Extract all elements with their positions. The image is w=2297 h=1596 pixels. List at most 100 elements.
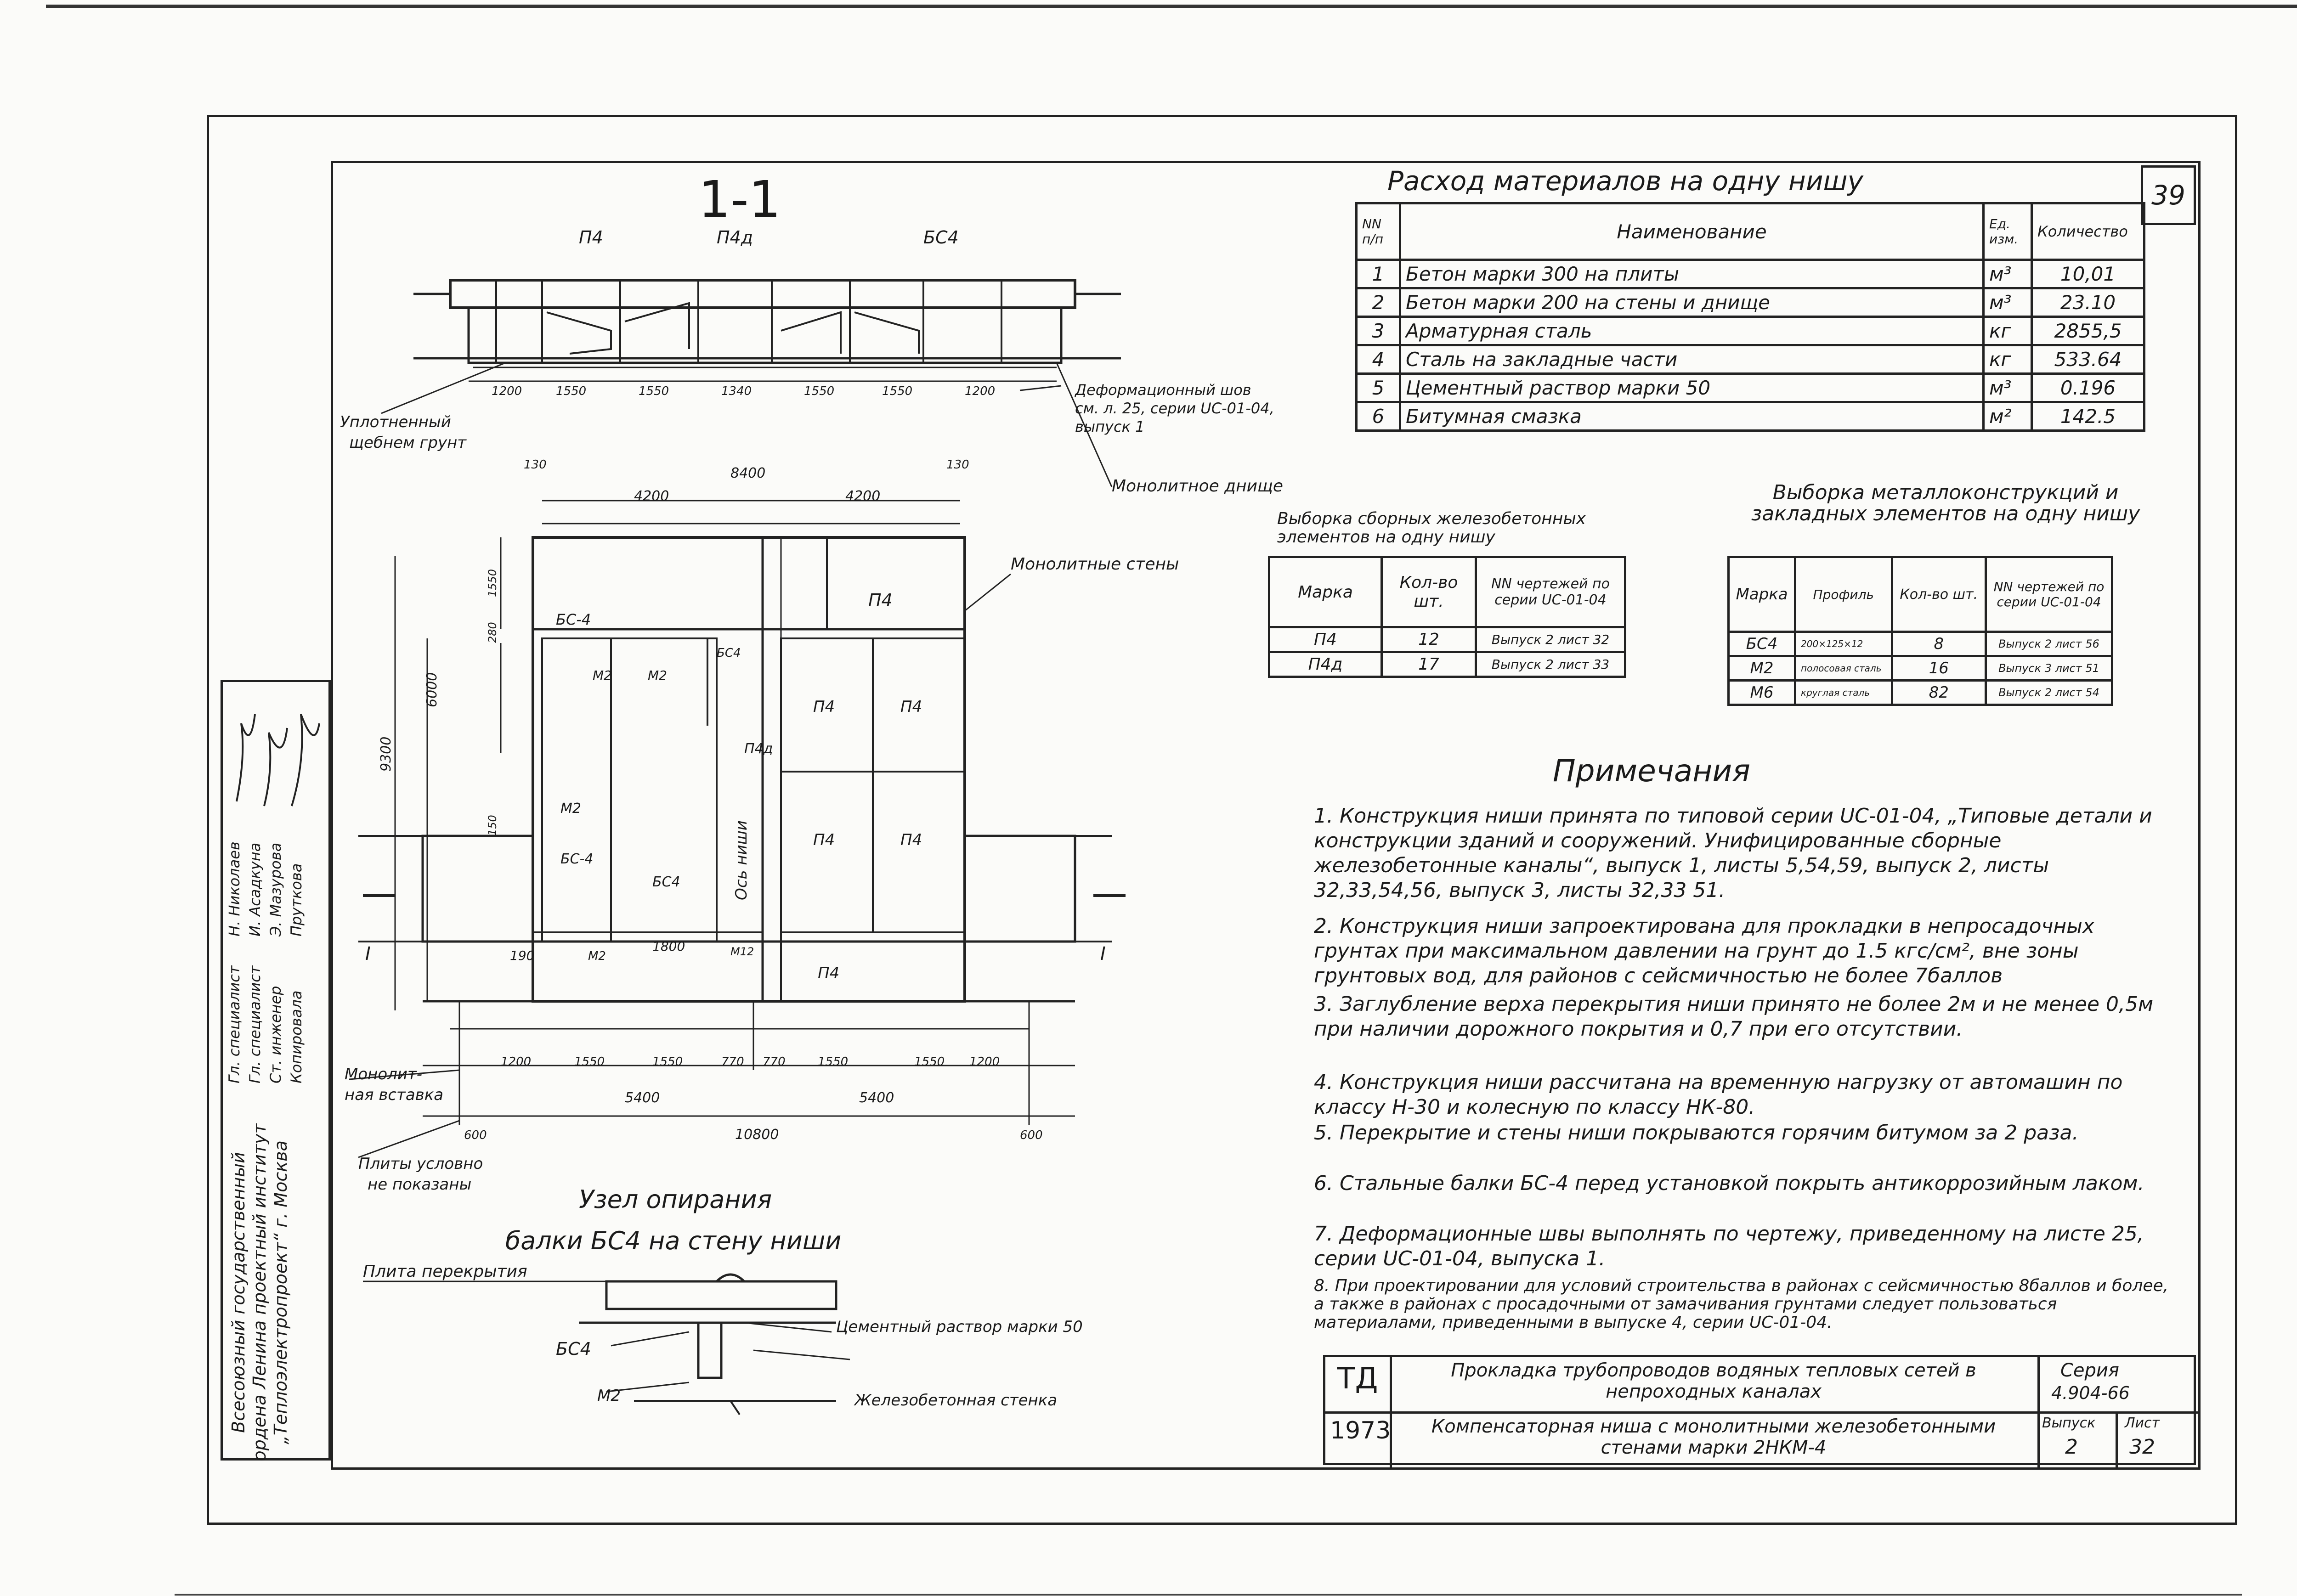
label-m12: М12 — [730, 945, 754, 958]
dim-top-4: 1550 — [804, 384, 834, 398]
cell-n: 1 — [1355, 259, 1401, 289]
dim-1800: 1800 — [652, 939, 685, 954]
dim-bot-3: 770 — [721, 1055, 744, 1069]
title-line-1: Прокладка трубопроводов водяных тепловых… — [1451, 1360, 1976, 1402]
section-title: 1-1 — [698, 170, 781, 229]
dim-top-6: 1200 — [965, 384, 995, 398]
label-m2-plan-4: М2 — [588, 949, 606, 963]
dim-bot-total: 10800 — [735, 1127, 779, 1143]
dim-top-total: 8400 — [730, 465, 765, 481]
precast-table: Марка Кол-во шт. NN чертежей по серии UC… — [1268, 556, 1626, 678]
cell-qty: 2855,5 — [2031, 316, 2145, 346]
dim-top-5: 1550 — [882, 384, 912, 398]
series-label: Серия — [2060, 1360, 2119, 1381]
dim-bot-6: 1550 — [914, 1055, 945, 1069]
series-value: 4.904-66 — [2051, 1383, 2130, 1403]
label-plates-1: Плиты условно — [358, 1155, 483, 1173]
metal-header-count: Кол-во шт. — [1890, 556, 1987, 633]
page-number-box: 39 — [2141, 165, 2196, 225]
label-p4-plan-2: П4 — [813, 698, 835, 716]
side-role-1: Гл. специалист — [246, 965, 264, 1084]
inner-frame — [331, 161, 2201, 1470]
label-p4d-plan-1: П4д — [744, 741, 773, 757]
cell-unit: м² — [1982, 401, 2033, 432]
cell-qty: 23.10 — [2031, 287, 2145, 318]
cell-qty: 142.5 — [2031, 401, 2145, 432]
dim-h-a: 1550 — [486, 569, 499, 597]
label-bottom: Монолитное днище — [1112, 477, 1283, 496]
note-7: 7. Деформационные швы выполнять по черте… — [1314, 1222, 2144, 1270]
cell-mark: П4д — [1268, 651, 1383, 678]
metal-title: Выборка металлоконструкций и закладных э… — [1751, 481, 2140, 525]
dim-h-c: 150 — [486, 815, 499, 836]
label-m2-plan-2: М2 — [648, 668, 667, 683]
cell-unit: м³ — [1982, 372, 2033, 403]
node-wall-label: Железобетонная стенка — [854, 1391, 1057, 1410]
cell-count: 82 — [1890, 679, 1987, 706]
precast-header-count: Кол-во шт. — [1380, 556, 1477, 628]
label-p4-plan-3: П4 — [900, 698, 922, 716]
note-5: 5. Перекрытие и стены ниши покрываются г… — [1314, 1121, 2079, 1145]
title-block: ТД 1973 Прокладка трубопроводов водяных … — [1323, 1355, 2198, 1467]
materials-table: NN п/п Наименование Ед. изм. Количество … — [1355, 202, 2145, 432]
materials-header-qty: Количество — [2031, 202, 2145, 261]
label-p4-plan-6: П4 — [818, 964, 839, 982]
metal-header-row: Марка Профиль Кол-во шт. NN чертежей по … — [1727, 556, 2113, 633]
label-sec-right: I — [1100, 943, 1106, 964]
cell-name: Бетон марки 300 на плиты — [1399, 259, 1985, 289]
cell-doc: Выпуск 2 лист 32 — [1475, 626, 1626, 653]
label-gravel-1: Уплотненный — [340, 413, 451, 431]
notes-title: Примечания — [1553, 753, 1750, 789]
section-slab — [449, 279, 1076, 309]
label-gravel-2: щебнем грунт — [349, 434, 467, 452]
outer-frame — [207, 115, 2237, 1525]
dim-top-1: 1550 — [556, 384, 586, 398]
cell-mark: П4 — [1268, 626, 1383, 653]
cell-doc: Выпуск 2 лист 33 — [1475, 651, 1626, 678]
cell-name: Арматурная сталь — [1399, 316, 1985, 346]
metal-header-doc: NN чертежей по серии UC-01-04 — [1985, 556, 2113, 633]
cell-unit: кг — [1982, 316, 2033, 346]
side-org: Всесоюзный государственный ордена Ленина… — [228, 1123, 291, 1461]
cell-unit: м³ — [1982, 287, 2033, 318]
dim-top-half-l: 4200 — [634, 488, 669, 504]
node-title-1: Узел опирания — [579, 1185, 772, 1214]
metal-header-profile: Профиль — [1794, 556, 1893, 633]
materials-title: Расход материалов на одну нишу — [1387, 165, 1863, 197]
cell-name: Бетон марки 200 на стены и днище — [1399, 287, 1985, 318]
cell-n: 2 — [1355, 287, 1401, 318]
note-4: 4. Конструкция ниши рассчитана на времен… — [1314, 1071, 2123, 1119]
precast-header-row: Марка Кол-во шт. NN чертежей по серии UC… — [1268, 556, 1626, 628]
label-bs4-plan-4: БС4 — [652, 874, 680, 890]
dim-top-2: 1550 — [639, 384, 669, 398]
cell-qty: 533.64 — [2031, 344, 2145, 375]
cell-profile: полосовая сталь — [1794, 655, 1893, 682]
dim-h-inner: 6000 — [424, 672, 440, 707]
dim-top-0: 1200 — [492, 384, 522, 398]
metal-header-mark: Марка — [1727, 556, 1797, 633]
sheet-label: Лист — [2125, 1415, 2160, 1431]
label-bs4-plan-2: БС4 — [717, 646, 741, 660]
cell-profile: 200×125×12 — [1794, 631, 1893, 657]
sheet-value: 32 — [2129, 1435, 2155, 1459]
dim-bot-7: 1200 — [969, 1055, 1000, 1069]
cell-profile: круглая сталь — [1794, 679, 1893, 706]
cell-doc: Выпуск 2 лист 56 — [1985, 631, 2113, 657]
dim-bot-2: 1550 — [652, 1055, 683, 1069]
title-td: ТД — [1337, 1362, 1378, 1396]
issue-label: Выпуск — [2042, 1415, 2096, 1431]
title-line-2: Компенсаторная ниша с монолитными железо… — [1431, 1416, 1996, 1458]
cell-name: Цементный раствор марки 50 — [1399, 372, 1985, 403]
label-m2-plan-3: М2 — [560, 801, 581, 817]
dim-190: 190 — [510, 948, 534, 963]
dim-top-half-r: 4200 — [845, 488, 880, 504]
precast-header-mark: Марка — [1268, 556, 1383, 628]
materials-header-name: Наименование — [1399, 202, 1985, 261]
dim-edge-right: 130 — [946, 458, 969, 472]
